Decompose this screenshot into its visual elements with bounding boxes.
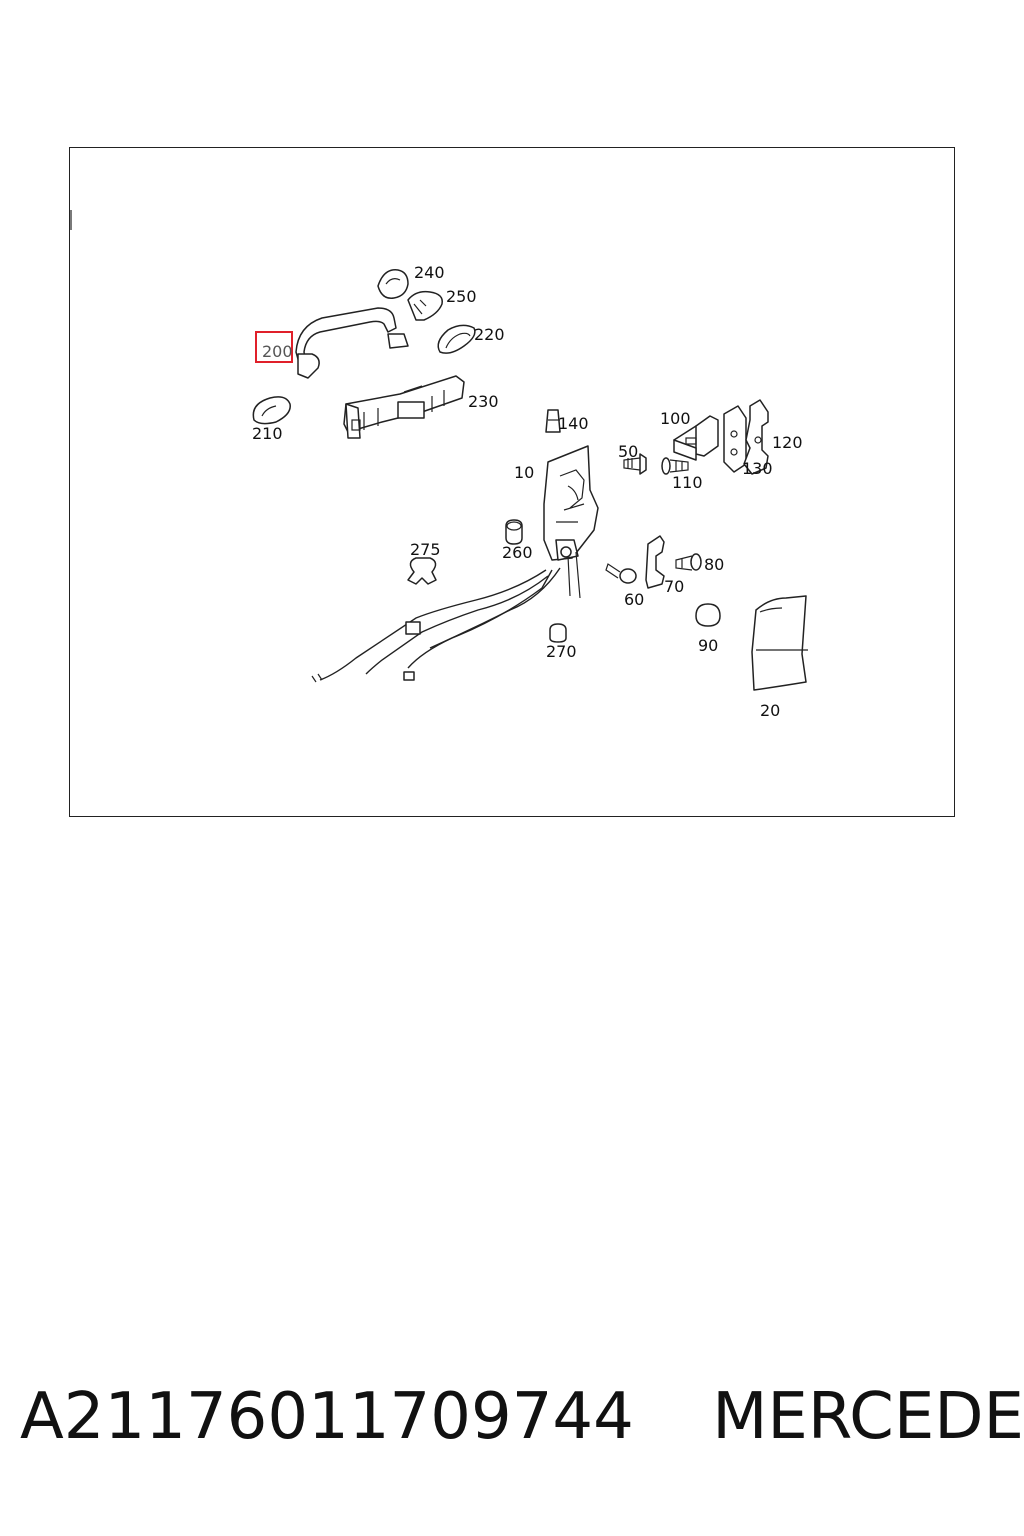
part-260-bushing[interactable] bbox=[505, 519, 523, 545]
part-220-gasket[interactable] bbox=[437, 324, 476, 354]
label-100: 100 bbox=[660, 409, 691, 428]
part-20-seal[interactable] bbox=[751, 595, 808, 691]
highlight-box bbox=[255, 331, 293, 363]
part-120-plate[interactable] bbox=[743, 399, 769, 475]
label-20: 20 bbox=[760, 701, 780, 720]
part-275-clip[interactable] bbox=[407, 557, 437, 585]
brand-name: MERCEDES bbox=[712, 1380, 1024, 1454]
part-10-door-lock[interactable] bbox=[543, 445, 599, 561]
part-230-handle-carrier[interactable] bbox=[343, 375, 465, 439]
label-130: 130 bbox=[742, 459, 773, 478]
caption: A21176011709744 MERCEDES bbox=[20, 1380, 1024, 1470]
part-110-screw[interactable] bbox=[661, 457, 689, 475]
part-80-screw[interactable] bbox=[675, 553, 702, 571]
label-140: 140 bbox=[558, 414, 589, 433]
label-120: 120 bbox=[772, 433, 803, 452]
part-250-cap[interactable] bbox=[407, 290, 443, 321]
part-70-striker[interactable] bbox=[645, 535, 665, 589]
label-210: 210 bbox=[252, 424, 283, 443]
part-210-cover[interactable] bbox=[252, 396, 291, 425]
label-200: 200 bbox=[262, 342, 293, 361]
label-240: 240 bbox=[414, 263, 445, 282]
part-100-bracket[interactable] bbox=[673, 415, 719, 461]
part-60-bolt[interactable] bbox=[605, 563, 637, 584]
label-80: 80 bbox=[704, 555, 724, 574]
label-60: 60 bbox=[624, 590, 644, 609]
label-230: 230 bbox=[468, 392, 499, 411]
label-275: 275 bbox=[410, 540, 441, 559]
part-240-cap[interactable] bbox=[377, 269, 409, 299]
label-220: 220 bbox=[474, 325, 505, 344]
part-90-plug[interactable] bbox=[695, 603, 721, 627]
part-140-pin[interactable] bbox=[545, 409, 561, 433]
label-110: 110 bbox=[672, 473, 703, 492]
label-90: 90 bbox=[698, 636, 718, 655]
label-70: 70 bbox=[664, 577, 684, 596]
part-200-door-handle[interactable] bbox=[295, 307, 409, 379]
diagram-frame bbox=[69, 147, 955, 817]
part-270-cap[interactable] bbox=[549, 623, 567, 643]
label-270: 270 bbox=[546, 642, 577, 661]
label-10: 10 bbox=[514, 463, 534, 482]
cables bbox=[311, 551, 581, 683]
label-260: 260 bbox=[502, 543, 533, 562]
label-50: 50 bbox=[618, 442, 638, 461]
part-50-screw[interactable] bbox=[623, 453, 647, 475]
part-number: A21176011709744 bbox=[20, 1380, 634, 1454]
label-250: 250 bbox=[446, 287, 477, 306]
